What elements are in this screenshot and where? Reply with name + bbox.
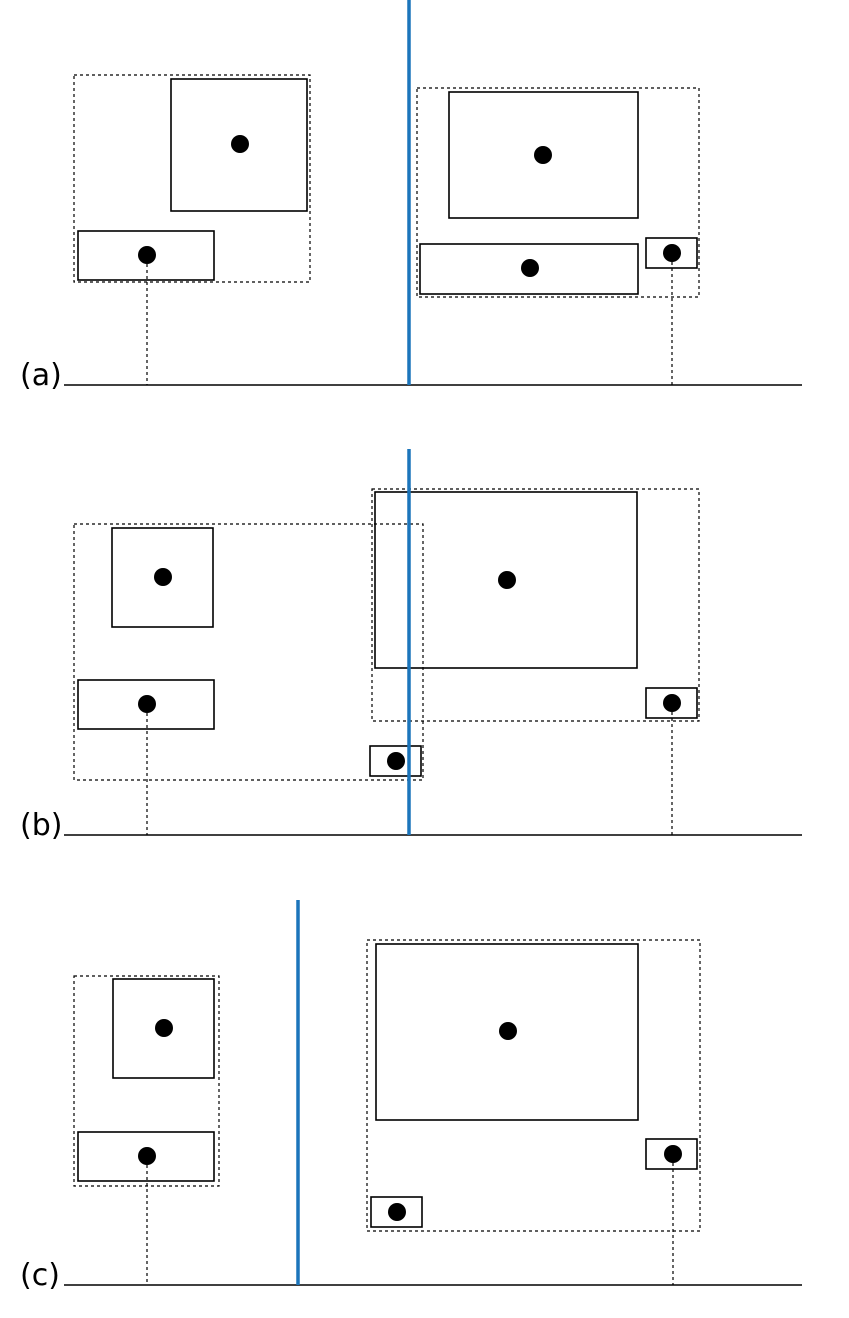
node-center-dot <box>499 1022 517 1040</box>
anchor-dot <box>138 695 156 713</box>
node-center-dot <box>534 146 552 164</box>
panel-c: (c) <box>20 900 802 1293</box>
panel-a: (a) <box>20 0 802 393</box>
anchor-dot <box>663 694 681 712</box>
node-center-dot <box>231 135 249 153</box>
node-center-dot <box>498 571 516 589</box>
node-box-large <box>111 527 214 628</box>
node-box-wide <box>77 679 215 730</box>
node-box-wide <box>419 243 639 295</box>
panel-label-a: (a) <box>20 358 62 393</box>
node-center-dot <box>155 1019 173 1037</box>
group-bounding-box <box>371 488 700 722</box>
group-bounding-box <box>366 939 701 1232</box>
node-box-small <box>645 1138 698 1170</box>
anchor-dot <box>138 246 156 264</box>
node-box-large <box>448 91 639 219</box>
group-bounding-box <box>73 523 424 781</box>
node-box-large <box>170 78 308 212</box>
node-box-small <box>370 1196 423 1228</box>
panel-label-b: (b) <box>20 808 62 843</box>
panel-b: (b) <box>20 449 802 843</box>
node-box-large <box>112 978 215 1079</box>
panel-label-c: (c) <box>20 1258 60 1293</box>
anchor-dot <box>138 1147 156 1165</box>
node-center-dot <box>521 259 539 277</box>
node-box-wide <box>77 230 215 281</box>
node-box-small <box>369 745 422 777</box>
node-center-dot <box>387 752 405 770</box>
anchor-dot <box>664 1145 682 1163</box>
anchor-dot <box>663 244 681 262</box>
node-box-wide <box>77 1131 215 1182</box>
node-box-large <box>375 943 639 1121</box>
node-center-dot <box>388 1203 406 1221</box>
group-bounding-box <box>416 87 700 298</box>
node-box-large <box>374 491 638 669</box>
group-bounding-box <box>73 74 311 283</box>
node-center-dot <box>154 568 172 586</box>
